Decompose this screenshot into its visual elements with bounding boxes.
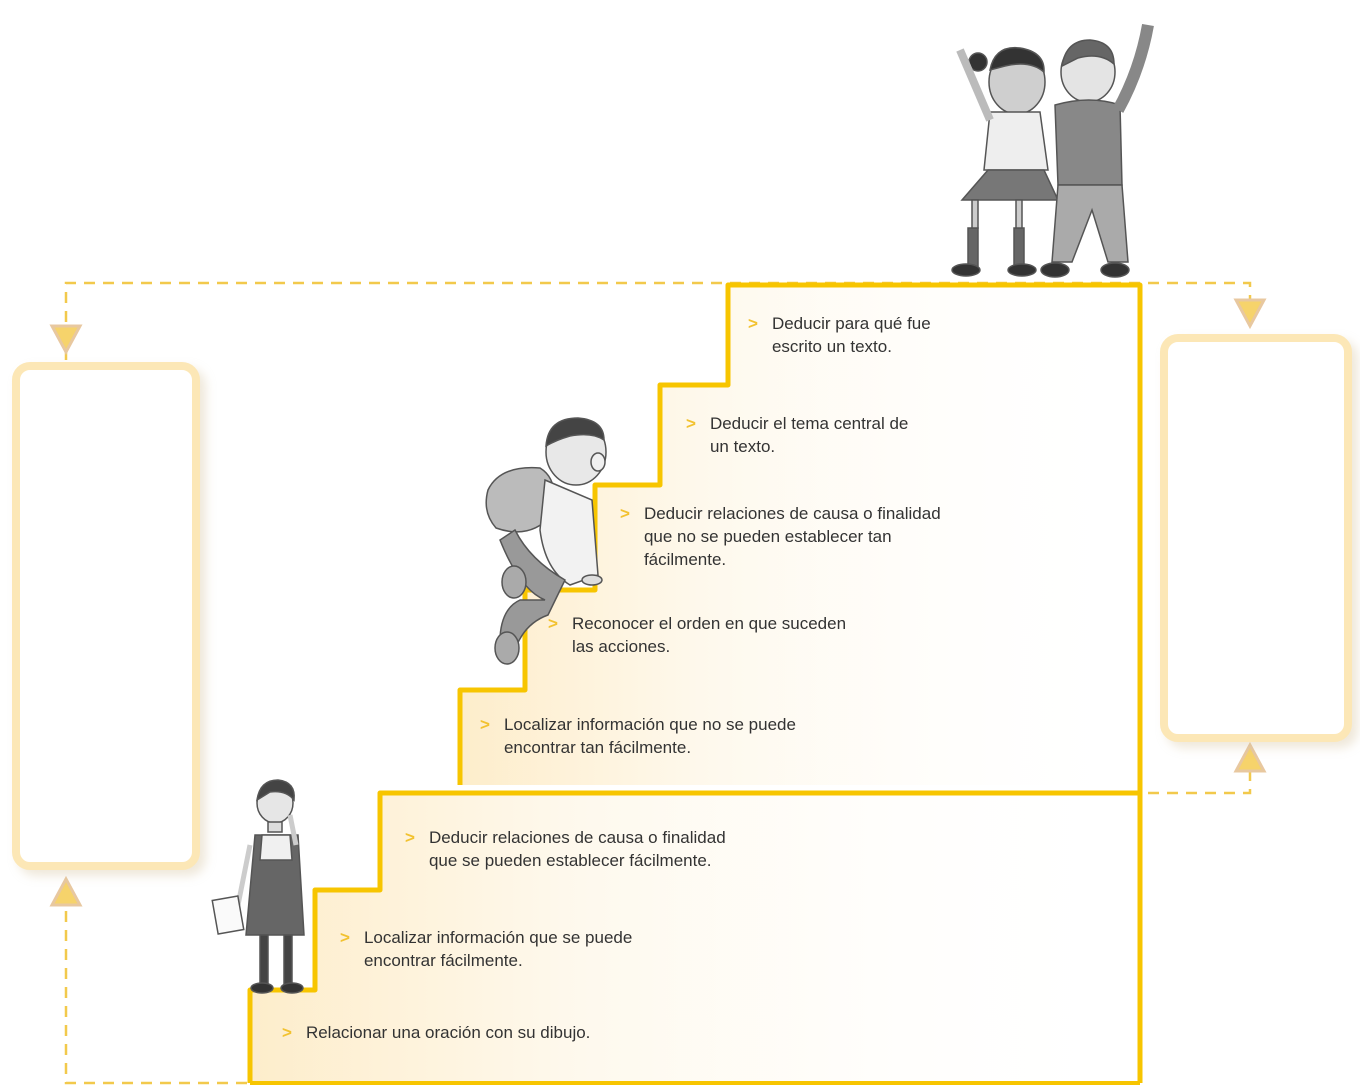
- girl-thinking-illustration: [211, 779, 305, 994]
- triangle-up-icon: [1233, 741, 1267, 773]
- bullet-icon: >: [686, 414, 696, 433]
- dashed-connector-line: [64, 281, 1252, 1085]
- triangle-down-icon: [49, 324, 83, 356]
- step-1-label: > Relacionar una oración con su dibujo.: [282, 1022, 842, 1045]
- bullet-icon: >: [548, 614, 558, 633]
- step-text: Relacionar una oración con su dibujo.: [305, 1023, 591, 1042]
- triangle-up-icon: [49, 875, 83, 907]
- boy-climbing-illustration: [485, 417, 607, 665]
- lower-staircase-outline: [247, 790, 1140, 1083]
- right-empty-box: [1160, 334, 1352, 742]
- bullet-icon: >: [480, 715, 490, 734]
- children-celebrating-illustration: [951, 23, 1154, 278]
- step-6-label: > Deducir relaciones de causa o finalida…: [620, 503, 1040, 572]
- triangle-down-icon: [1233, 298, 1267, 330]
- bullet-icon: >: [620, 504, 630, 523]
- step-3-label: > Deducir relaciones de causa o finalida…: [405, 827, 825, 873]
- bullet-icon: >: [282, 1023, 292, 1042]
- bullet-icon: >: [340, 928, 350, 947]
- upper-staircase-outline: [457, 282, 1143, 1083]
- lower-stair-shading: [250, 793, 1140, 1083]
- bullet-icon: >: [748, 314, 758, 333]
- left-empty-box: [12, 362, 200, 870]
- bullet-icon: >: [405, 828, 415, 847]
- upper-stair-shading: [460, 285, 1140, 785]
